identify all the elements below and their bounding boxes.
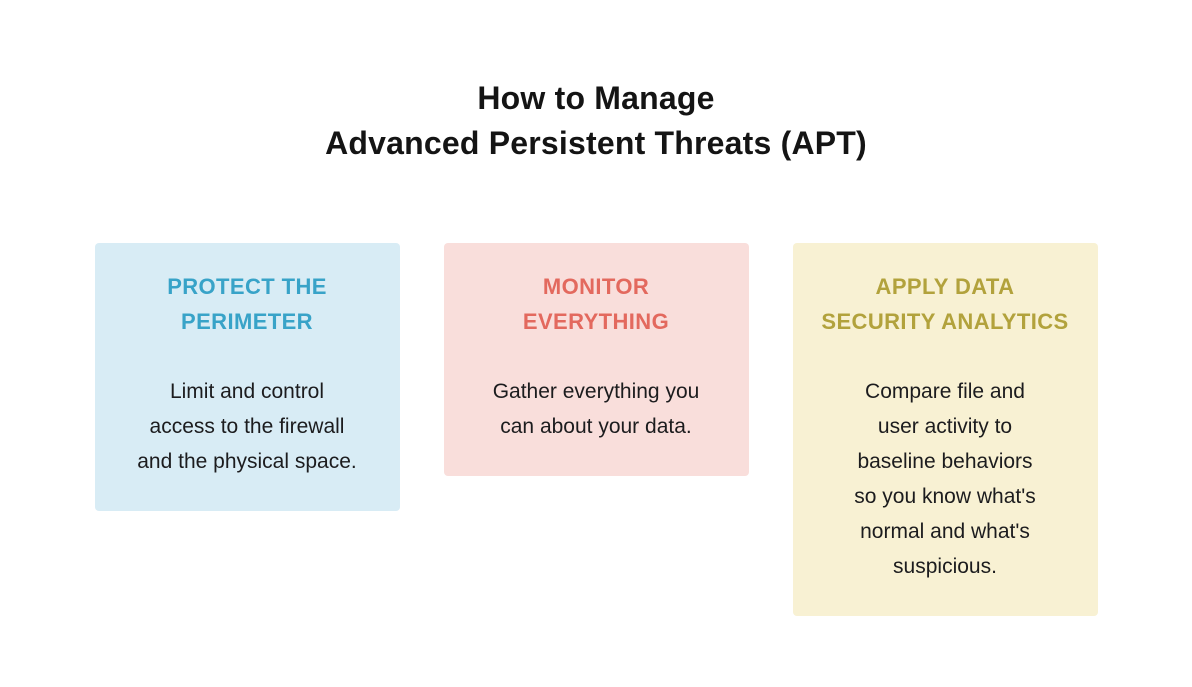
card-heading: PROTECT THE PERIMETER [113,269,382,339]
card-body: Limit and control access to the firewall… [113,374,382,479]
page-title: How to Manage Advanced Persistent Threat… [0,0,1192,166]
card-monitor-everything: MONITOR EVERYTHING Gather everything you… [443,243,749,476]
card-heading: MONITOR EVERYTHING [462,269,731,339]
card-apply-data-security-analytics: APPLY DATA SECURITY ANALYTICS Compare fi… [792,243,1098,616]
cards-row: PROTECT THE PERIMETER Limit and control … [0,243,1192,616]
card-body-line: suspicious. [893,555,997,578]
page-title-line-1: How to Manage [477,80,715,116]
card-heading-line: MONITOR [542,274,650,299]
card-heading-line: APPLY DATA [875,274,1015,299]
card-body-line: user activity to [877,415,1013,438]
card-heading-line: EVERYTHING [522,309,670,334]
card-heading-line: PERIMETER [181,309,313,334]
page-title-line-2: Advanced Persistent Threats (APT) [325,125,867,161]
card-heading: APPLY DATA SECURITY ANALYTICS [811,269,1080,339]
card-protect-the-perimeter: PROTECT THE PERIMETER Limit and control … [94,243,400,511]
card-body-line: Gather everything you [492,380,700,403]
card-body-line: can about your data. [500,415,692,438]
card-body-line: so you know what's [854,485,1036,508]
card-heading-line: PROTECT THE [167,274,327,299]
card-body-line: Limit and control [169,380,325,403]
card-body-line: baseline behaviors [857,450,1033,473]
card-body-line: access to the firewall [149,415,345,438]
card-body: Gather everything you can about your dat… [462,374,731,444]
card-body-line: normal and what's [860,520,1030,543]
card-body-line: and the physical space. [137,450,357,473]
card-body-line: Compare file and [865,380,1025,403]
card-heading-line: SECURITY ANALYTICS [821,309,1069,334]
card-body: Compare file and user activity to baseli… [811,374,1080,584]
